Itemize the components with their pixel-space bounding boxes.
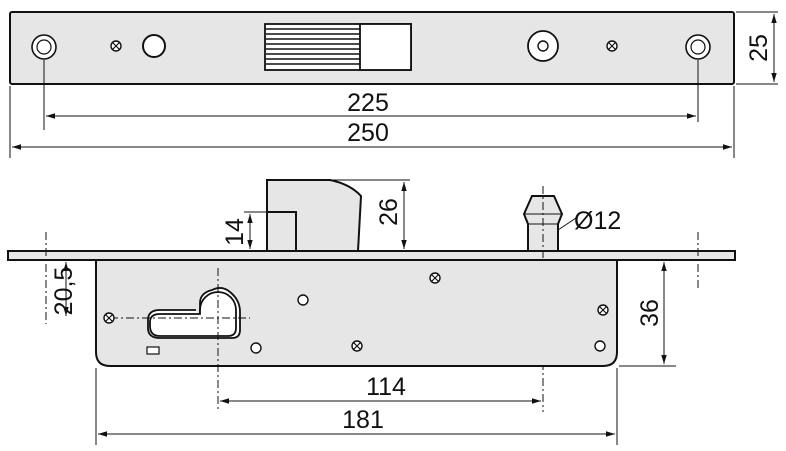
- cylinder-cutout: [110, 268, 250, 412]
- dim-backset: 20,5: [50, 262, 78, 316]
- dim-screw-spacing: 225: [43, 60, 699, 130]
- follower-slot: [146, 346, 160, 355]
- dim-faceplate-width: 25: [736, 11, 778, 85]
- screw-icon: [351, 340, 363, 352]
- latch-opening: [264, 23, 412, 71]
- dim-case-length: 181: [95, 368, 618, 445]
- lock-body-side-view: 26 14 Ø12 20,5 36 114: [7, 179, 736, 445]
- mounting-hole-left: [31, 34, 57, 60]
- dim-label-cylinder-bolt-spacing: 114: [366, 373, 406, 401]
- screw-icon: [606, 40, 618, 52]
- screw-icon: [597, 304, 609, 316]
- faceplate-front-view: 25 225 250: [9, 11, 778, 158]
- dim-label-backset: 20,5: [50, 267, 78, 316]
- bolt-hole: [527, 30, 559, 62]
- case-hole: [297, 294, 309, 306]
- mounting-hole-right: [685, 34, 711, 60]
- dim-label-latch-projection: 26: [375, 198, 403, 226]
- dim-label-screw-spacing: 225: [347, 89, 389, 117]
- dim-faceplate-length: 250: [9, 86, 735, 158]
- screw-icon: [110, 40, 122, 52]
- dim-cylinder-bolt-spacing: 114: [220, 373, 541, 404]
- screw-icon: [103, 312, 115, 324]
- dim-label-faceplate-width: 25: [745, 34, 773, 62]
- dim-latch-step: 14: [221, 211, 267, 249]
- dim-bolt-diameter: Ø12: [557, 207, 621, 235]
- dim-case-depth: 36: [619, 262, 676, 367]
- faceplate-hole: [142, 34, 166, 58]
- dim-label-case-length: 181: [342, 406, 384, 434]
- lock-case: [95, 259, 618, 367]
- faceplate-edge: [7, 250, 736, 261]
- case-hole: [594, 340, 606, 352]
- latch-bolt: [266, 211, 297, 252]
- dim-label-faceplate-length: 250: [347, 119, 389, 147]
- dim-label-bolt-diameter: Ø12: [574, 207, 621, 235]
- screw-icon: [429, 272, 441, 284]
- dim-latch-projection: 26: [330, 179, 410, 249]
- dim-label-case-depth: 36: [636, 299, 664, 327]
- dim-label-latch-step: 14: [221, 218, 249, 246]
- case-hole: [250, 342, 262, 354]
